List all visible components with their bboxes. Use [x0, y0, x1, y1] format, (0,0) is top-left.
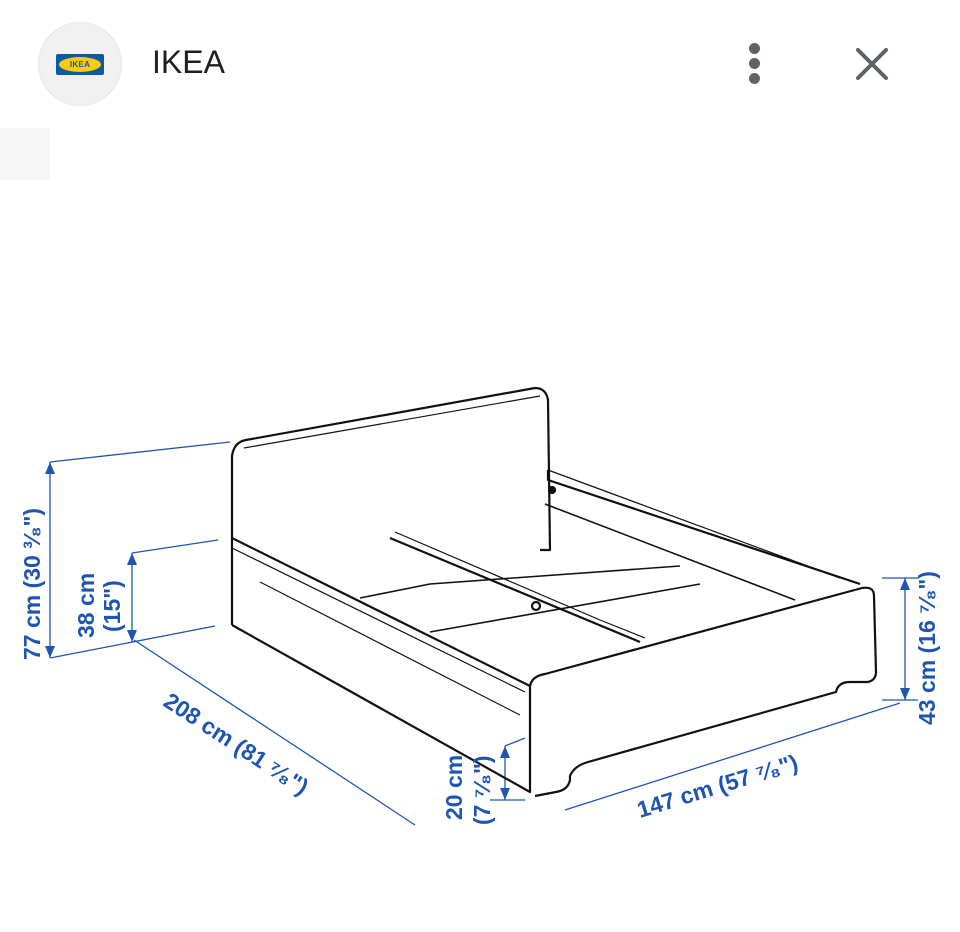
side-rail-left [231, 537, 532, 794]
ikea-logo: IKEA [56, 54, 104, 75]
dim-extension [504, 737, 526, 747]
label-clearance-cm: 20 cm [441, 755, 467, 820]
label-side-height-cm: 38 cm [73, 573, 99, 638]
close-button[interactable] [850, 42, 894, 86]
slat-front [429, 583, 701, 633]
bed-dimension-diagram: 77 cm (30 ³⁄₈") 38 cm (15") 208 cm (81 ⁷… [19, 386, 940, 826]
menu-dot [749, 73, 760, 84]
placeholder-block [0, 128, 50, 180]
bolt [547, 485, 557, 495]
label-total-height: 77 cm (30 ³⁄₈") [19, 508, 45, 660]
right-ledge [544, 503, 796, 601]
headboard-edge [243, 395, 541, 449]
side-rail-lower [259, 581, 521, 716]
center-beam [389, 536, 641, 644]
headboard [230, 386, 552, 625]
menu-dot [749, 43, 760, 54]
footboard [528, 586, 878, 798]
site-logo-button[interactable]: IKEA [38, 22, 122, 106]
top-bar: IKEA IKEA [0, 0, 960, 125]
slat-back [359, 565, 681, 599]
close-icon [856, 48, 888, 80]
dim-line-width [564, 702, 901, 811]
side-rail-right [546, 470, 861, 586]
side-rail-right-top [547, 469, 841, 579]
dim-extension [131, 539, 219, 554]
label-length: 208 cm (81 ⁷⁄₈") [159, 687, 313, 800]
center-beam-top [394, 531, 646, 639]
ikea-logo-text: IKEA [69, 60, 91, 69]
side-rail-edge [231, 547, 526, 693]
label-clearance-in: (7 ⁷⁄₈") [469, 755, 495, 825]
label-foot-height: 43 cm (16 ⁷⁄₈") [914, 571, 940, 725]
beam-joint [530, 600, 542, 612]
dim-extension [49, 441, 231, 463]
menu-dot [749, 58, 760, 69]
dim-arrowheads [45, 462, 910, 800]
site-title: IKEA [152, 44, 225, 80]
label-width: 147 cm (57 ⁷⁄₈") [634, 749, 801, 823]
bed-illustration [230, 386, 878, 798]
label-side-height-in: (15") [99, 580, 125, 632]
dim-line-length [133, 639, 416, 826]
more-options-button[interactable] [736, 40, 774, 86]
ikea-logo-oval: IKEA [59, 57, 101, 72]
